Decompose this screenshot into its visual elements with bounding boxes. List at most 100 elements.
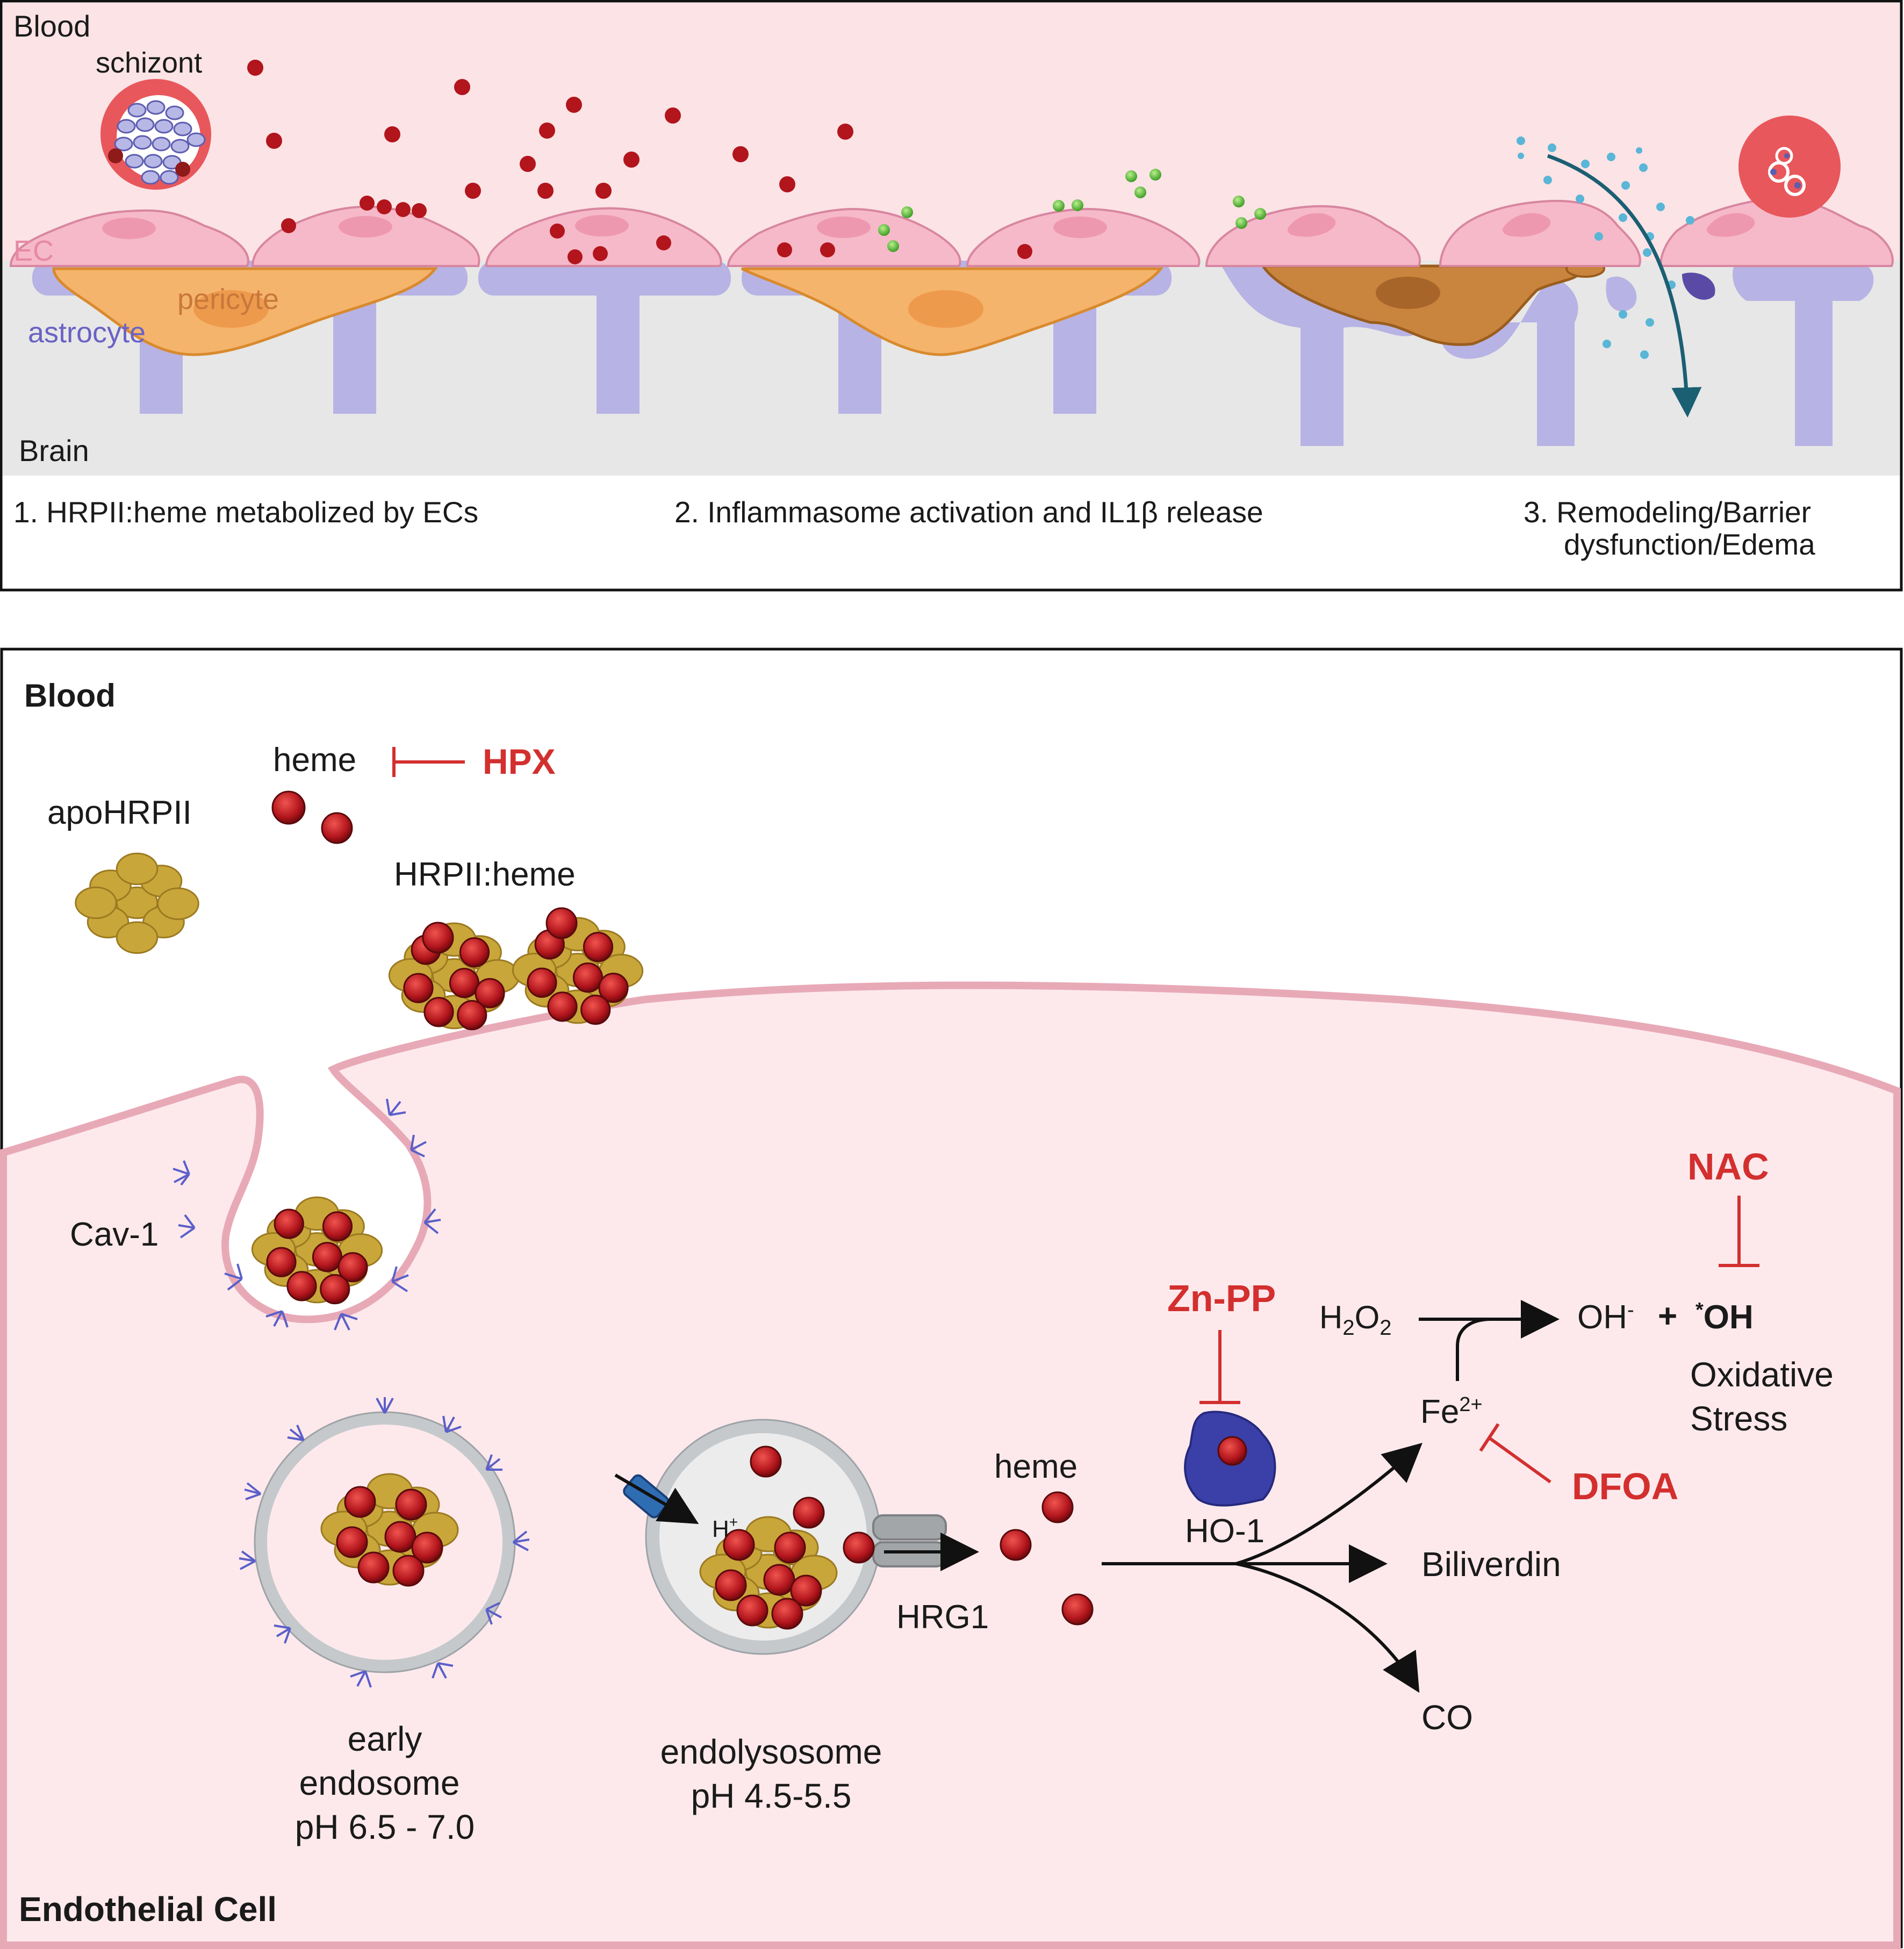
hydroxide-label: OH- [1577, 1299, 1634, 1336]
znpp-label: Zn-PP [1167, 1277, 1276, 1319]
blood-label-bottom: Blood [24, 678, 116, 714]
hrpii-lobe [116, 852, 159, 886]
proton-label: H+ [712, 1514, 738, 1542]
heme-molecule [392, 1555, 425, 1587]
heme-molecule [395, 1488, 427, 1521]
apohrpii-label: apoHRPII [47, 794, 192, 831]
endolysosome-ph: pH 4.5-5.5 [691, 1777, 852, 1815]
hrpii-heme-complexes [75, 790, 1247, 1630]
endothelial-cell-label: Endothelial Cell [19, 1890, 277, 1929]
heme-molecule [266, 1247, 297, 1277]
hrpii-heme-label: HRPII:heme [394, 856, 576, 893]
heme-molecule [843, 1531, 875, 1564]
heme-label: heme [273, 742, 356, 779]
heme-molecule [723, 1529, 755, 1561]
biliverdin-label: Biliverdin [1421, 1545, 1561, 1584]
nac-label: NAC [1687, 1146, 1769, 1188]
step-2-label: 2. Inflammasome activation and IL1β rele… [674, 495, 1263, 529]
endothelial-cell [0, 981, 1901, 1949]
heme-molecule [750, 1445, 782, 1478]
heme-cytosol-label: heme [994, 1448, 1077, 1485]
heme-molecule [763, 1564, 795, 1596]
ec-nuclei [102, 213, 1755, 239]
heme-molecule [459, 937, 490, 968]
heme-molecule [598, 973, 629, 1003]
heme-molecule [1041, 1491, 1074, 1523]
heme-molecule [357, 1551, 390, 1584]
inhibition-lines [392, 747, 1759, 1484]
hrpii-lobe [157, 887, 199, 920]
heme-molecule [545, 907, 578, 939]
pericyte-label: pericyte [177, 283, 279, 315]
heme-molecule [774, 1531, 806, 1564]
oxidative-label: Oxidative [1690, 1355, 1834, 1394]
heme-molecule [449, 968, 480, 998]
heme-molecule [336, 1526, 368, 1558]
infected-rbc [1738, 116, 1841, 218]
edema-arrow [1547, 154, 1702, 418]
schizont-label: schizont [96, 47, 202, 79]
heme-molecule [527, 967, 557, 998]
bottom-panel: Blood heme HPX apoHRPII HRPII:heme Cav-1… [0, 648, 1903, 1949]
heme-molecule [344, 1486, 376, 1518]
heme-molecule [771, 1598, 803, 1630]
early-endosome-ph: pH 6.5 - 7.0 [295, 1808, 475, 1846]
activated-astrocyte [1682, 272, 1715, 300]
heme-molecule [384, 1521, 416, 1553]
heme-molecule [286, 1271, 317, 1301]
pathway-arrows [1102, 1300, 1560, 1693]
heme-molecule [422, 922, 454, 954]
hrpii-protein [75, 852, 199, 954]
endolysosome-label: endolysosome [660, 1732, 882, 1771]
heme-molecule [411, 1531, 443, 1564]
heme-molecule [715, 1569, 747, 1601]
early-endosome-label-1: early [348, 1720, 422, 1758]
brain-label: Brain [19, 434, 89, 468]
step-3-label-line1: 3. Remodeling/Barrier [1524, 495, 1811, 529]
early-endosome-label-2: endosome [299, 1764, 460, 1802]
h2o2-label: H2O2 [1319, 1299, 1392, 1340]
hrpii-lobe [116, 921, 159, 954]
hrpii-lobe [75, 886, 117, 919]
stress-label: Stress [1690, 1399, 1787, 1438]
top-panel: Blood schizont EC pericyte astrocyte Bra… [0, 0, 1903, 592]
heme-molecule [1000, 1529, 1032, 1561]
heme-molecule [1217, 1436, 1247, 1466]
pericyte-layer [52, 260, 1605, 356]
heme-molecule [580, 995, 611, 1025]
iron-label: Fe2+ [1420, 1393, 1483, 1430]
heme-molecule [547, 991, 578, 1022]
heme-molecule [793, 1497, 825, 1529]
hpx-label: HPX [483, 742, 556, 781]
heme-molecule [312, 1242, 343, 1272]
heme-molecule [572, 962, 603, 993]
cav1-label: Cav-1 [70, 1216, 159, 1253]
heme-molecule [583, 932, 614, 962]
plus-sign: + [1658, 1298, 1677, 1335]
heme-molecule [423, 997, 454, 1027]
heme-molecule [274, 1209, 304, 1239]
edema-particles [1517, 136, 1694, 359]
heme-molecule [321, 812, 353, 844]
heme-molecule [790, 1574, 822, 1607]
heme-molecule [322, 1211, 353, 1242]
heme-molecule [337, 1252, 368, 1283]
heme-molecule [320, 1274, 350, 1305]
step-3-label-line2: dysfunction/Edema [1564, 528, 1815, 561]
hrg1-transporter [872, 1514, 979, 1571]
heme-molecule [457, 1000, 487, 1031]
schizont [100, 79, 211, 190]
astrocyte-label: astrocyte [28, 317, 146, 349]
heme-molecule [271, 790, 306, 825]
ec-label: EC [13, 235, 54, 267]
heme-molecule [1061, 1593, 1094, 1626]
il1b-particles [878, 169, 1266, 252]
heme-molecule [475, 978, 505, 1009]
blood-label-top: Blood [13, 9, 90, 43]
dfoa-label: DFOA [1572, 1465, 1678, 1507]
co-label: CO [1421, 1698, 1473, 1737]
heme-molecule [736, 1594, 768, 1627]
ho1-label: HO-1 [1185, 1513, 1264, 1550]
caveolin-markers [173, 1098, 441, 1331]
